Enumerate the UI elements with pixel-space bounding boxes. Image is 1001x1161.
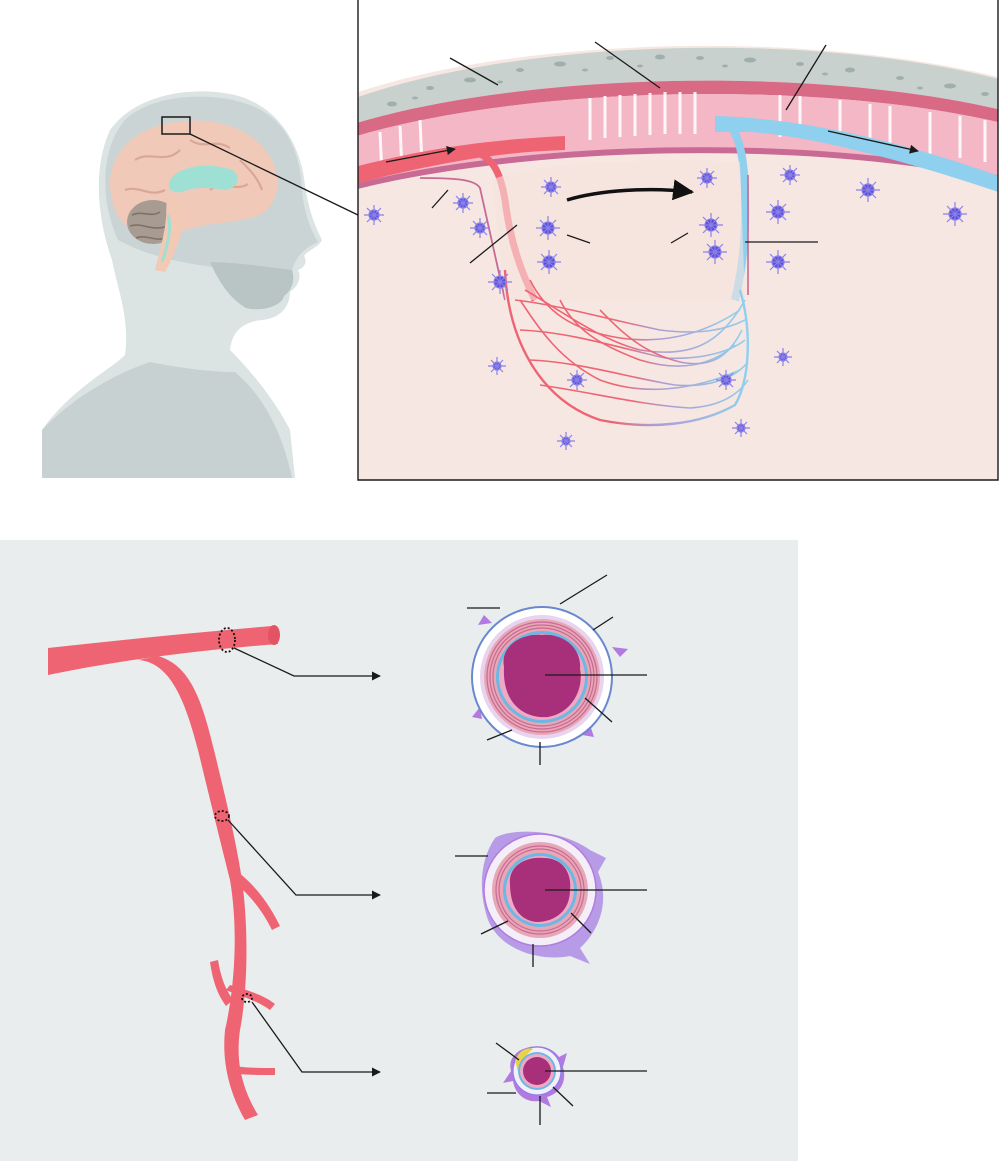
pial-artery (358, 136, 565, 183)
astrocyte (453, 193, 473, 213)
astrocyte (780, 165, 800, 185)
section-marker-artery (218, 627, 236, 653)
connector-arrow-2 (227, 819, 381, 900)
branch-0 (210, 960, 233, 1006)
astrocyte (774, 348, 792, 366)
cross-section-artery (471, 606, 628, 748)
astrocytes (364, 165, 967, 450)
astrocyte (537, 250, 561, 274)
astrocyte (536, 216, 560, 240)
capillary-leaders (487, 1042, 647, 1125)
artery-leaders (467, 574, 647, 765)
zoom-leader-line (189, 133, 359, 216)
vessel-tree (48, 625, 280, 1120)
interstitial-flow-arrow (566, 179, 695, 202)
capillary-lumen (523, 1057, 551, 1085)
top-panel (357, 0, 999, 481)
arteriole-lumen (509, 857, 571, 922)
cross-section-arteriole (481, 831, 606, 964)
astrocyte (470, 218, 490, 238)
large-artery (48, 626, 278, 675)
smooth-muscle-layer (486, 621, 598, 733)
astrocyte (697, 168, 717, 188)
section-marker-capillary (241, 993, 253, 1003)
skull-pores (387, 54, 989, 107)
skull-bone (358, 47, 998, 123)
connector-arrow-1 (233, 647, 381, 681)
section-marker-arteriole (214, 810, 230, 822)
astrocyte (488, 270, 512, 294)
astrocyte (567, 370, 587, 390)
dura-mater (358, 80, 998, 136)
skull-layer (358, 0, 998, 93)
pia-mater (358, 147, 998, 190)
astrocyte (732, 419, 750, 437)
astrocyte (699, 213, 723, 237)
bottom-panel (0, 540, 798, 1161)
astrocyte (703, 240, 727, 264)
capillary-bed (503, 269, 749, 427)
astrocyte (856, 178, 880, 202)
zoom-box (161, 116, 191, 135)
connector-arrow-3 (251, 1001, 381, 1077)
pial-vein (715, 116, 998, 192)
neck-shoulder (42, 362, 292, 478)
astrocyte (557, 432, 575, 450)
astrocyte (488, 357, 506, 375)
astrocyte (766, 250, 790, 274)
top-panel-border (357, 0, 999, 481)
spinal-canal (160, 214, 172, 263)
astrocyte (716, 370, 736, 390)
ventricle-shape (168, 165, 238, 193)
cross-section-capillary (503, 1046, 567, 1107)
branch-3 (226, 1065, 275, 1075)
vein-flow-arrow (827, 130, 919, 154)
bottom-panel-background (0, 540, 798, 1161)
branch-2 (226, 985, 275, 1010)
perivascular-space-arterial (419, 177, 506, 301)
branch-1 (232, 872, 280, 930)
descending-arteriole (138, 656, 258, 1120)
head-silhouette (42, 91, 359, 478)
jaw-shape (210, 262, 294, 310)
astrocyte (364, 205, 384, 225)
artery-end-cap (268, 625, 280, 645)
astrocyte (766, 200, 790, 224)
top-panel-leaders (431, 41, 827, 264)
arachnoid-layer (358, 93, 998, 184)
astrocyte (943, 202, 967, 226)
arteriole-leaders (455, 855, 647, 967)
vessel-lumen (503, 634, 581, 718)
astrocyte (541, 177, 561, 197)
artery-flow-arrow (385, 146, 456, 163)
